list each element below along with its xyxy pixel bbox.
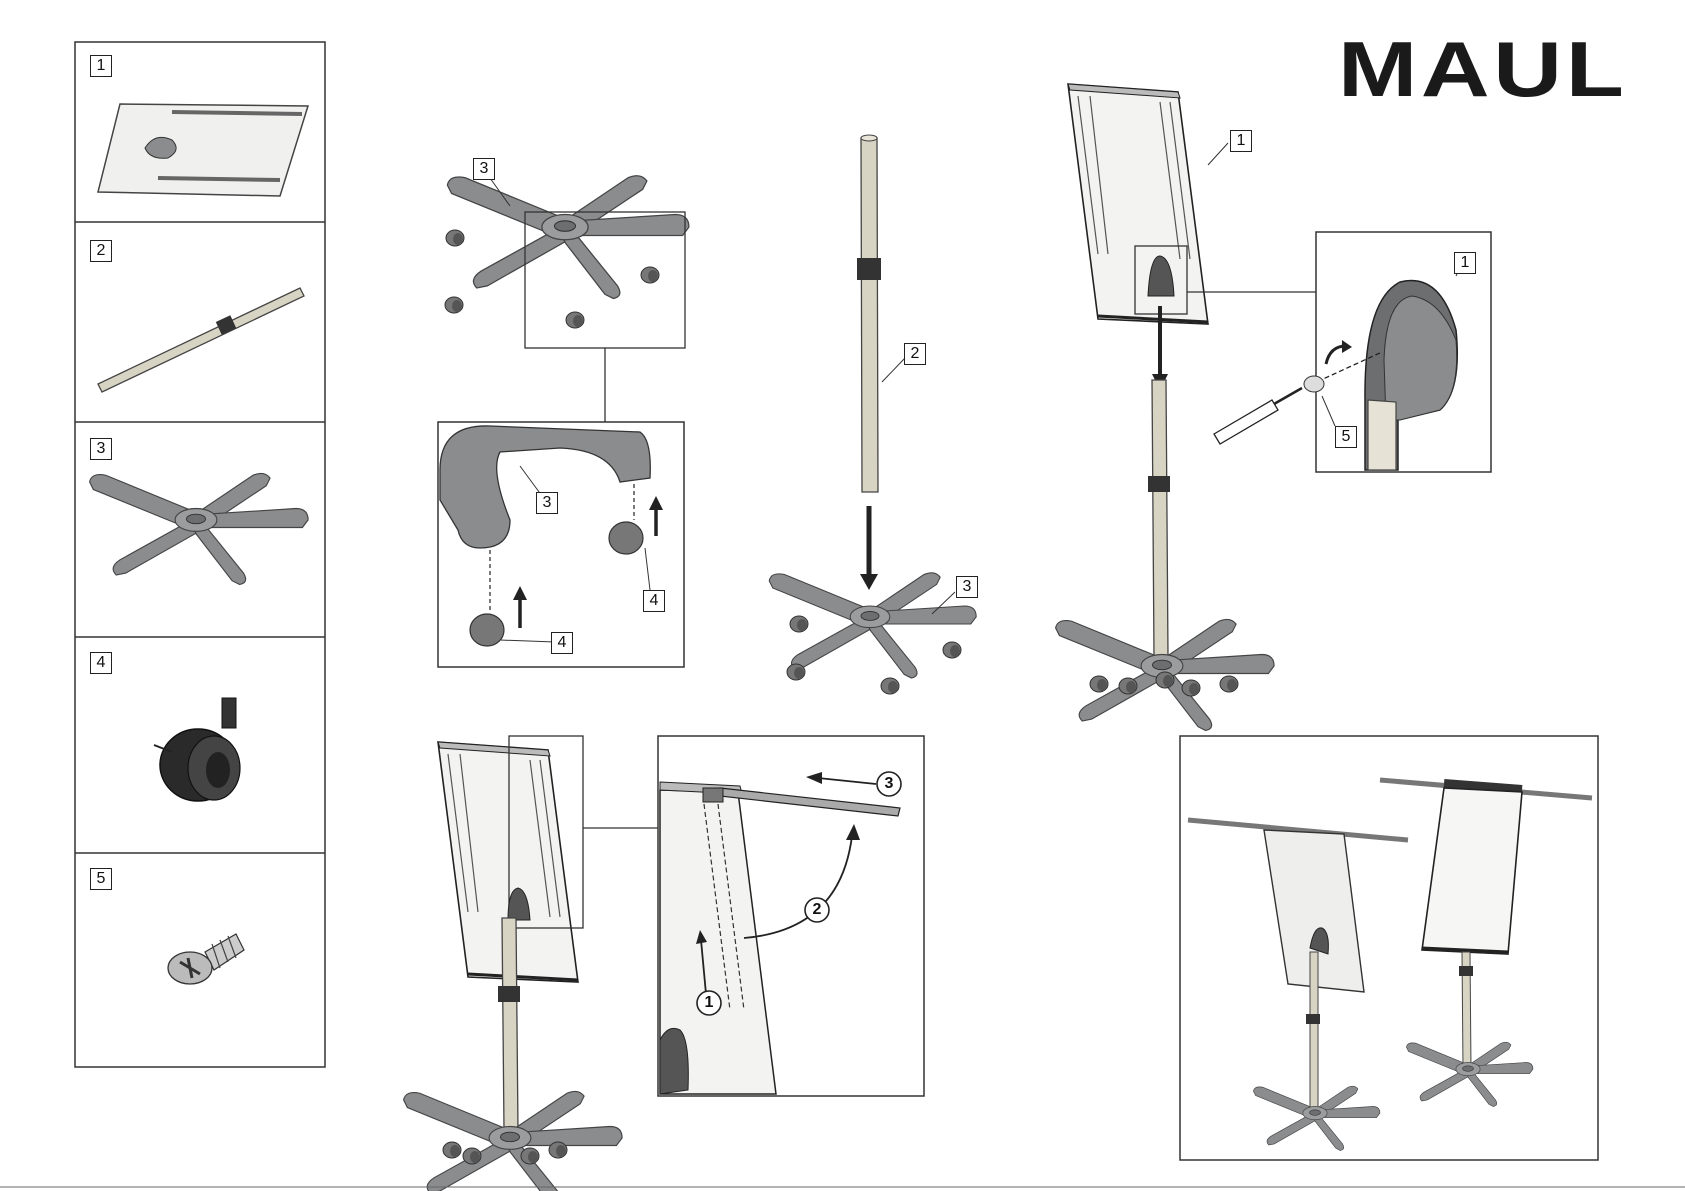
step3-board-label: 1 [1230, 130, 1252, 152]
step1-detail-base-label: 3 [536, 492, 558, 514]
step2-drawing [769, 135, 976, 694]
final-views-frame [1180, 736, 1598, 1160]
maul-logo: MAUL [1338, 30, 1627, 108]
step2-pole-label: 2 [904, 343, 926, 365]
step2-base-label: 3 [956, 576, 978, 598]
part-number-2: 2 [90, 240, 112, 262]
part-base-drawing [90, 473, 309, 584]
part-number-3: 3 [90, 438, 112, 460]
step4-drawing [404, 736, 658, 1191]
step3-screw-label: 5 [1335, 426, 1357, 448]
parts-list-frame [75, 42, 325, 1067]
part-pole-drawing [98, 288, 304, 392]
part-screw-drawing [168, 934, 244, 984]
step1-caster-label-right: 4 [643, 590, 665, 612]
part-caster-drawing [154, 698, 240, 801]
part-number-4: 4 [90, 652, 112, 674]
step4-sequence-3: 3 [881, 775, 897, 793]
step1-base-label: 3 [473, 158, 495, 180]
step4-sequence-1: 1 [701, 994, 717, 1012]
part-board-drawing [98, 104, 308, 196]
part-number-5: 5 [90, 868, 112, 890]
step1-base-drawing [445, 176, 689, 328]
part-number-1: 1 [90, 55, 112, 77]
step3-detail-board-label: 1 [1454, 252, 1476, 274]
step1-caster-label-left: 4 [551, 632, 573, 654]
step4-sequence-2: 2 [809, 901, 825, 919]
